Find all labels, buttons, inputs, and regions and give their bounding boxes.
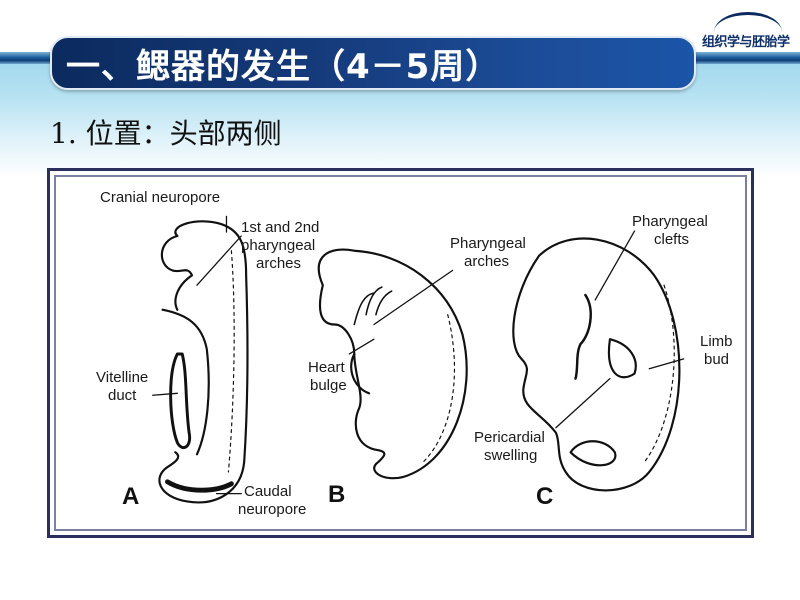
embryo-c-outline (512, 237, 681, 492)
label-arches-line-1: 1st and 2nd (241, 219, 320, 236)
slide-title: 一、鳃器的发生（4－5周） (66, 46, 501, 87)
label-heart-line-2: bulge (310, 377, 347, 394)
label-vitelline-line-1: Vitelline (96, 369, 149, 386)
panel-label-a: A (122, 483, 140, 510)
figure-frame: Cranial neuropore 1st and 2nd pharyngeal… (47, 168, 754, 538)
label-vitelline-line-2: duct (108, 387, 137, 404)
logo-arc-icon (714, 12, 782, 52)
label-pericardial-line-2: swelling (484, 447, 538, 464)
label-caudal-line-2: neuropore (238, 501, 307, 518)
figure-inner-frame: Cranial neuropore 1st and 2nd pharyngeal… (54, 175, 747, 531)
label-cranial-neuropore: Cranial neuropore (100, 189, 221, 206)
panel-label-b: B (328, 481, 346, 508)
label-pharyngeal-arches-line-1: Pharyngeal (450, 235, 526, 252)
panel-label-c: C (536, 483, 554, 510)
label-arches-line-3: arches (256, 255, 302, 272)
label-pharyngeal-clefts-line-1: Pharyngeal (632, 213, 708, 230)
label-pericardial-line-1: Pericardial (474, 429, 545, 446)
embryo-b-outline (317, 248, 468, 480)
course-logo: 组织学与胚胎学 (700, 6, 800, 52)
logo-text: 组织学与胚胎学 (702, 35, 790, 50)
label-limb-bud-line-2: bud (704, 351, 730, 368)
embryo-a-outline (158, 220, 249, 504)
label-arches-line-2: pharyngeal (241, 237, 316, 254)
embryo-illustration (152, 215, 685, 504)
label-limb-bud-line-1: Limb (700, 333, 733, 350)
label-pharyngeal-arches-line-2: arches (464, 253, 510, 270)
point-1-heading: 1. 位置：头部两侧 (50, 117, 282, 150)
label-heart-line-1: Heart (308, 359, 345, 376)
label-caudal-line-1: Caudal (244, 483, 292, 500)
slide-title-bar: 一、鳃器的发生（4－5周） (50, 36, 696, 90)
label-pharyngeal-clefts-line-2: clefts (654, 231, 690, 248)
